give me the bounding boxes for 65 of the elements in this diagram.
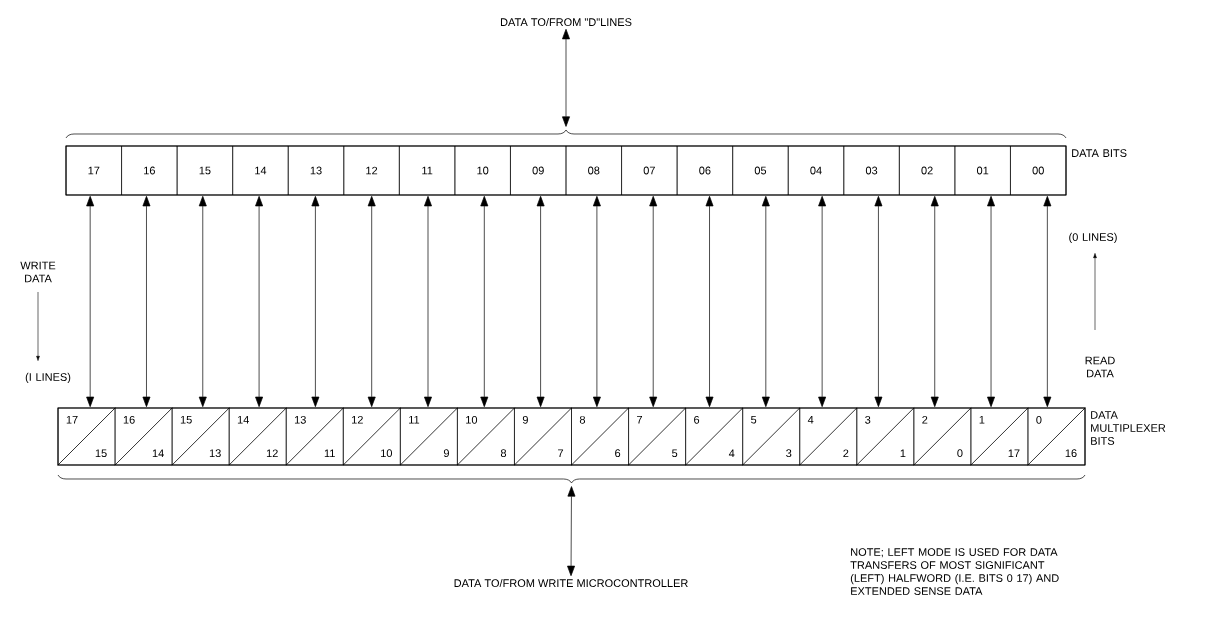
- bit-cell: 3 1: [856, 407, 915, 466]
- side-label: READ DATA: [1085, 356, 1115, 378]
- node-label: DATA BITS: [1072, 149, 1127, 157]
- arrow: [255, 195, 264, 408]
- bit-cell: 06: [676, 145, 733, 196]
- caption-text: DATA TO/FROM WRITE MICROCONTROLLER: [454, 578, 688, 588]
- side-label: WRITE DATA: [20, 261, 56, 283]
- bit-cell: 4 2: [799, 407, 858, 466]
- arrow: [930, 195, 939, 408]
- bit-cell: 11: [399, 145, 456, 196]
- arrow: [987, 195, 995, 408]
- arrow: [424, 195, 432, 408]
- bit-cell: 10: [454, 145, 511, 196]
- arrow: [649, 195, 658, 408]
- note-text: NOTE; LEFT MODE IS USED FOR DATA TRANSFERS OF MOST SIGNIFICANT (LEFT) HALFWORD (I.E. BITS 0 17) AND EXTENDED SENSE DATA: [850, 548, 1059, 595]
- arrow: [818, 195, 827, 408]
- bit-cell: 15 13: [171, 407, 230, 466]
- arrow: [761, 195, 770, 408]
- bit-cell: 14 12: [228, 407, 287, 466]
- bit-cell: 04: [787, 145, 845, 196]
- arrow: [198, 195, 207, 408]
- bit-cell: 8 6: [570, 407, 630, 466]
- arrow: [86, 195, 95, 408]
- side-label: (0 LINES): [1069, 232, 1117, 244]
- arrow: [367, 195, 376, 408]
- bit-cell: 13 11: [285, 407, 344, 466]
- bit-cell: 6 4: [684, 407, 744, 466]
- bit-cell: 17 15: [57, 407, 116, 466]
- node-label: DATA MULTIPLEXER BITS: [1091, 411, 1166, 445]
- bit-cell: 09: [510, 145, 567, 196]
- bit-cell: 0 16: [1027, 407, 1086, 466]
- bit-cell: 10 8: [456, 407, 516, 466]
- bit-cell: 08: [565, 145, 622, 196]
- arrow: [480, 195, 489, 408]
- arrow: [592, 195, 601, 408]
- arrow: [1043, 195, 1052, 408]
- bit-cell: 12: [343, 145, 400, 196]
- bit-cell: 1 17: [970, 407, 1029, 466]
- bit-cell: 2 0: [913, 407, 972, 466]
- bit-cell: 16: [121, 145, 178, 196]
- bit-cell: 16 14: [114, 407, 173, 466]
- arrow: [536, 195, 545, 408]
- bit-cell: 17: [65, 145, 122, 196]
- bit-cell: 05: [732, 145, 789, 196]
- bit-cell: 7 5: [627, 407, 687, 466]
- arrow: [705, 195, 714, 408]
- arrow: [311, 195, 320, 408]
- bit-cell: 14: [232, 145, 289, 196]
- bit-cell: 13: [287, 145, 345, 196]
- arrow: [142, 195, 151, 408]
- bit-cell: 01: [954, 145, 1011, 196]
- arrow: [567, 486, 576, 577]
- bit-cell: 02: [899, 145, 956, 196]
- bit-cell: 5 3: [741, 407, 801, 466]
- bit-cell: 07: [621, 145, 678, 196]
- bit-cell: 9 7: [513, 407, 573, 466]
- bit-cell: 03: [843, 145, 900, 196]
- side-label: (I LINES): [25, 372, 71, 384]
- arrow: [874, 195, 883, 408]
- arrow: [562, 28, 570, 127]
- caption-text: DATA TO/FROM "D"LINES: [501, 17, 632, 27]
- bit-cell: 12 10: [342, 407, 402, 466]
- bit-cell: 11 9: [399, 407, 459, 466]
- bit-cell: 00: [1010, 145, 1067, 196]
- bit-cell: 15: [176, 145, 233, 196]
